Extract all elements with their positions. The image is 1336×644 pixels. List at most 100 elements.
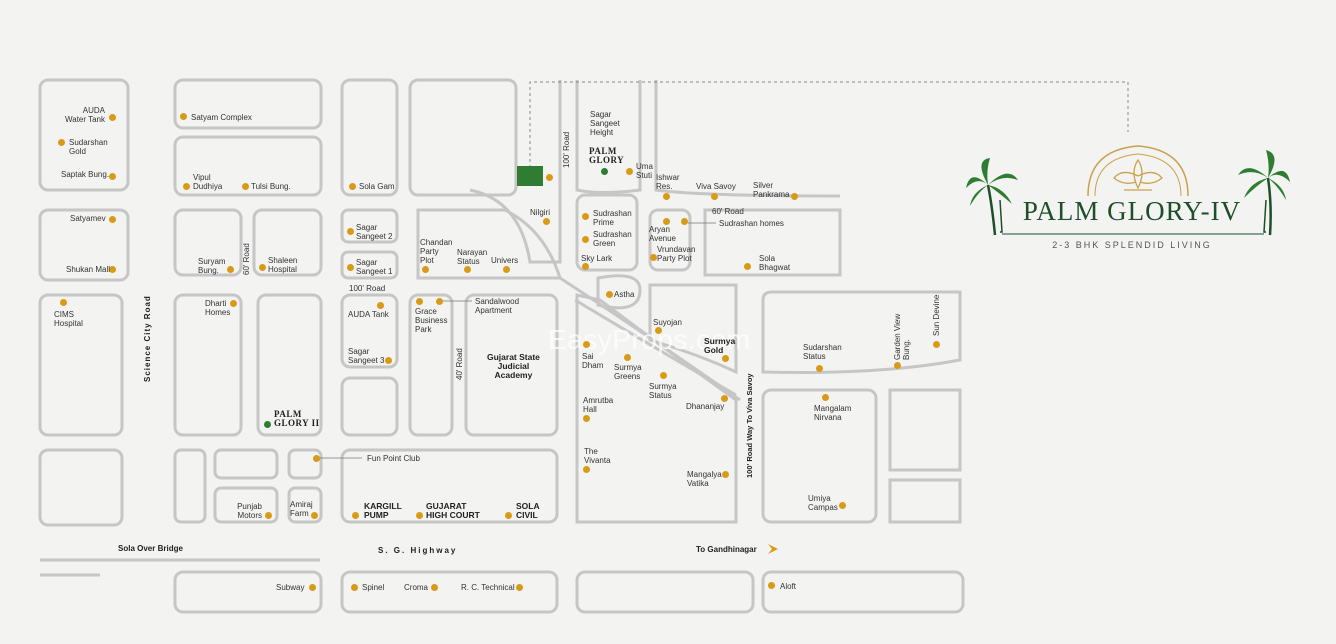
- landmark-dot: [582, 213, 589, 220]
- landmark-dot: [516, 584, 523, 591]
- road-label-40: 40' Road: [455, 348, 464, 380]
- landmark-dot: [60, 299, 67, 306]
- arrow-right-icon: [768, 544, 778, 554]
- landmark-dot: [309, 584, 316, 591]
- landmark-garden-view-bung: Garden View Bung.: [893, 313, 911, 360]
- landmark-the-vivanta: The Vivanta: [584, 447, 611, 465]
- landmark-dot: [721, 395, 728, 402]
- landmark-sagar-sangeet-3: Sagar Sangeet 3: [348, 347, 385, 365]
- landmark-dot: [416, 298, 423, 305]
- landmark-amrutba-hall: Amrutba Hall: [583, 396, 614, 414]
- landmark-silver-pankrama: Silver Pankrama: [753, 181, 790, 199]
- landmark-sola-bhagwat: Sola Bhagwat: [759, 254, 791, 272]
- landmark-mangalya-vatika: Mangalya Vatika: [687, 470, 722, 488]
- landmark-mangalam-nirvana: Mangalam Nirvana: [814, 404, 852, 422]
- landmark-saptak-bung: Saptak Bung.: [61, 170, 110, 179]
- landmark-dot: [352, 512, 359, 519]
- landmark-dot: [351, 584, 358, 591]
- landmark-viva-savoy: Viva Savoy: [696, 182, 736, 191]
- landmark-dot: [768, 582, 775, 589]
- road-label-60-left: 60' Road: [242, 243, 251, 275]
- landmark-rc-technical: R. C. Technical: [461, 583, 515, 592]
- landmark-dot: [349, 183, 356, 190]
- landmark-nilgiri: Nilgiri: [530, 208, 550, 217]
- landmark-dot: [464, 266, 471, 273]
- logo-arch: [1087, 145, 1189, 197]
- landmark-sun-devine: Sun Devine: [932, 294, 941, 336]
- landmark-dot: [313, 455, 320, 462]
- project-label-palm-glory: PALM GLORY: [589, 146, 625, 165]
- landmark-dot: [624, 354, 631, 361]
- landmark-uma-stuti: Uma Stuti: [636, 162, 653, 180]
- landmark-dot: [655, 327, 662, 334]
- landmark-dot: [816, 365, 823, 372]
- landmark-spinel: Spinel: [362, 583, 385, 592]
- landmark-dot: [436, 298, 443, 305]
- project-label-palm-glory-ii: PALM GLORY II: [274, 409, 320, 428]
- landmark-ishwar-res: Ishwar Res.: [656, 173, 680, 191]
- landmark-dot: [109, 114, 116, 121]
- landmark-dot: [839, 502, 846, 509]
- landmark-kargill-pump: KARGILL PUMP: [364, 501, 402, 520]
- road-label-sola-over-bridge: Sola Over Bridge: [118, 544, 183, 553]
- road-label-science-city: Science City Road: [143, 295, 152, 382]
- landmark-dot: [626, 168, 633, 175]
- landmark-dot: [503, 266, 510, 273]
- landmark-sagar-sangeet-height: Sagar Sangeet Height: [590, 110, 620, 137]
- landmark-suyojan: Suyojan: [653, 318, 682, 327]
- landmark-dharti-homes: Dharti Homes: [205, 299, 231, 317]
- palm-tree-icon: [966, 158, 1018, 236]
- landmark-surmya-gold: Surmya Gold: [704, 336, 736, 355]
- landmark-suryam-bung: Suryam Bung.: [198, 257, 226, 275]
- landmark-dot: [311, 512, 318, 519]
- landmark-croma: Croma: [404, 583, 429, 592]
- landmark-dot: [505, 512, 512, 519]
- road-label-100-viva-savoy: 100' Road Way To Viva Savoy: [745, 373, 754, 478]
- landmark-dot: [58, 139, 65, 146]
- landmark-dot: [744, 263, 751, 270]
- landmark-vipul-dudhiya: Vipul Dudhiya: [193, 173, 223, 191]
- landmark-sai-dham: Sai Dham: [582, 352, 604, 370]
- landmark-dot: [431, 584, 438, 591]
- road-label-100: 100' Road: [562, 131, 571, 168]
- landmark-sagar-sangeet-2: Sagar Sangeet 2: [356, 223, 393, 241]
- landmark-dot: [660, 372, 667, 379]
- brand-logo: [999, 145, 1267, 235]
- landmark-sandalwood-apartment: Sandalwood Apartment: [475, 297, 520, 315]
- landmark-aloft: Aloft: [780, 582, 797, 591]
- landmark-surmya-status: Surmya Status: [649, 382, 677, 400]
- landmark-sudarshan-status: Sudarshan Status: [803, 343, 842, 361]
- landmark-dot: [582, 263, 589, 270]
- landmark-sagar-sangeet-1: Sagar Sangeet 1: [356, 258, 393, 276]
- landmark-dot: [227, 266, 234, 273]
- landmark-dot: [711, 193, 718, 200]
- landmark-gujarat-high-court: GUJARAT HIGH COURT: [426, 501, 480, 520]
- landmark-dot: [385, 357, 392, 364]
- leader-lines: [320, 222, 716, 459]
- landmark-dot: [180, 113, 187, 120]
- brand-title: PALM GLORY-IV: [1022, 196, 1242, 226]
- fleur-crest-icon: [1113, 158, 1163, 191]
- landmark-fun-point-club: Fun Point Club: [367, 454, 420, 463]
- road-network: [38, 78, 965, 614]
- landmark-dot: [663, 193, 670, 200]
- landmark-dot: [422, 266, 429, 273]
- landmark-dot: [722, 471, 729, 478]
- landmark-sudrashan-prime: Sudrashan Prime: [593, 209, 632, 227]
- project-marker-palm-glory-ii: [264, 421, 271, 428]
- landmark-dot: [416, 512, 423, 519]
- landmark-dot: [109, 266, 116, 273]
- landmark-surmya-greens: Surmya Greens: [614, 363, 642, 381]
- landmark-sola-civil: SOLA CIVIL: [516, 501, 540, 520]
- connector-line: [529, 81, 1129, 168]
- landmark-dot: [583, 415, 590, 422]
- landmark-dot: [109, 173, 116, 180]
- landmark-shukan-mall: Shukan Mall: [66, 265, 111, 274]
- landmark-dot: [347, 228, 354, 235]
- project-plot-marker: [517, 166, 543, 186]
- landmark-dot: [377, 302, 384, 309]
- landmark-dot: [894, 362, 901, 369]
- landmark-amiraj-farm: Amiraj Farm: [290, 500, 313, 518]
- road-label-sg-highway: S. G. Highway: [378, 546, 458, 555]
